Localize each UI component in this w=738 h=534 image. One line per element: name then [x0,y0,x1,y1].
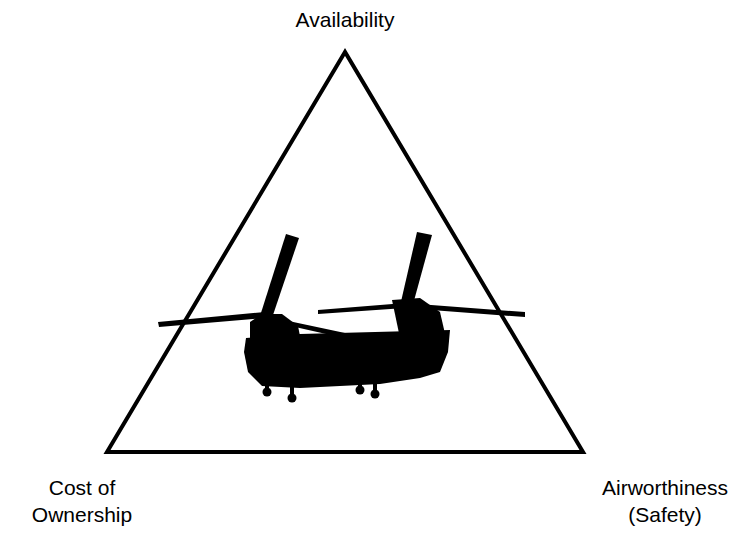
corner-label: Airworthiness (Safety) [596,474,734,528]
corner-label: Availability [245,6,445,33]
corner-label: Cost of Ownership [26,474,138,528]
triangle-outline [107,52,583,452]
helicopter-silhouette [158,232,525,403]
